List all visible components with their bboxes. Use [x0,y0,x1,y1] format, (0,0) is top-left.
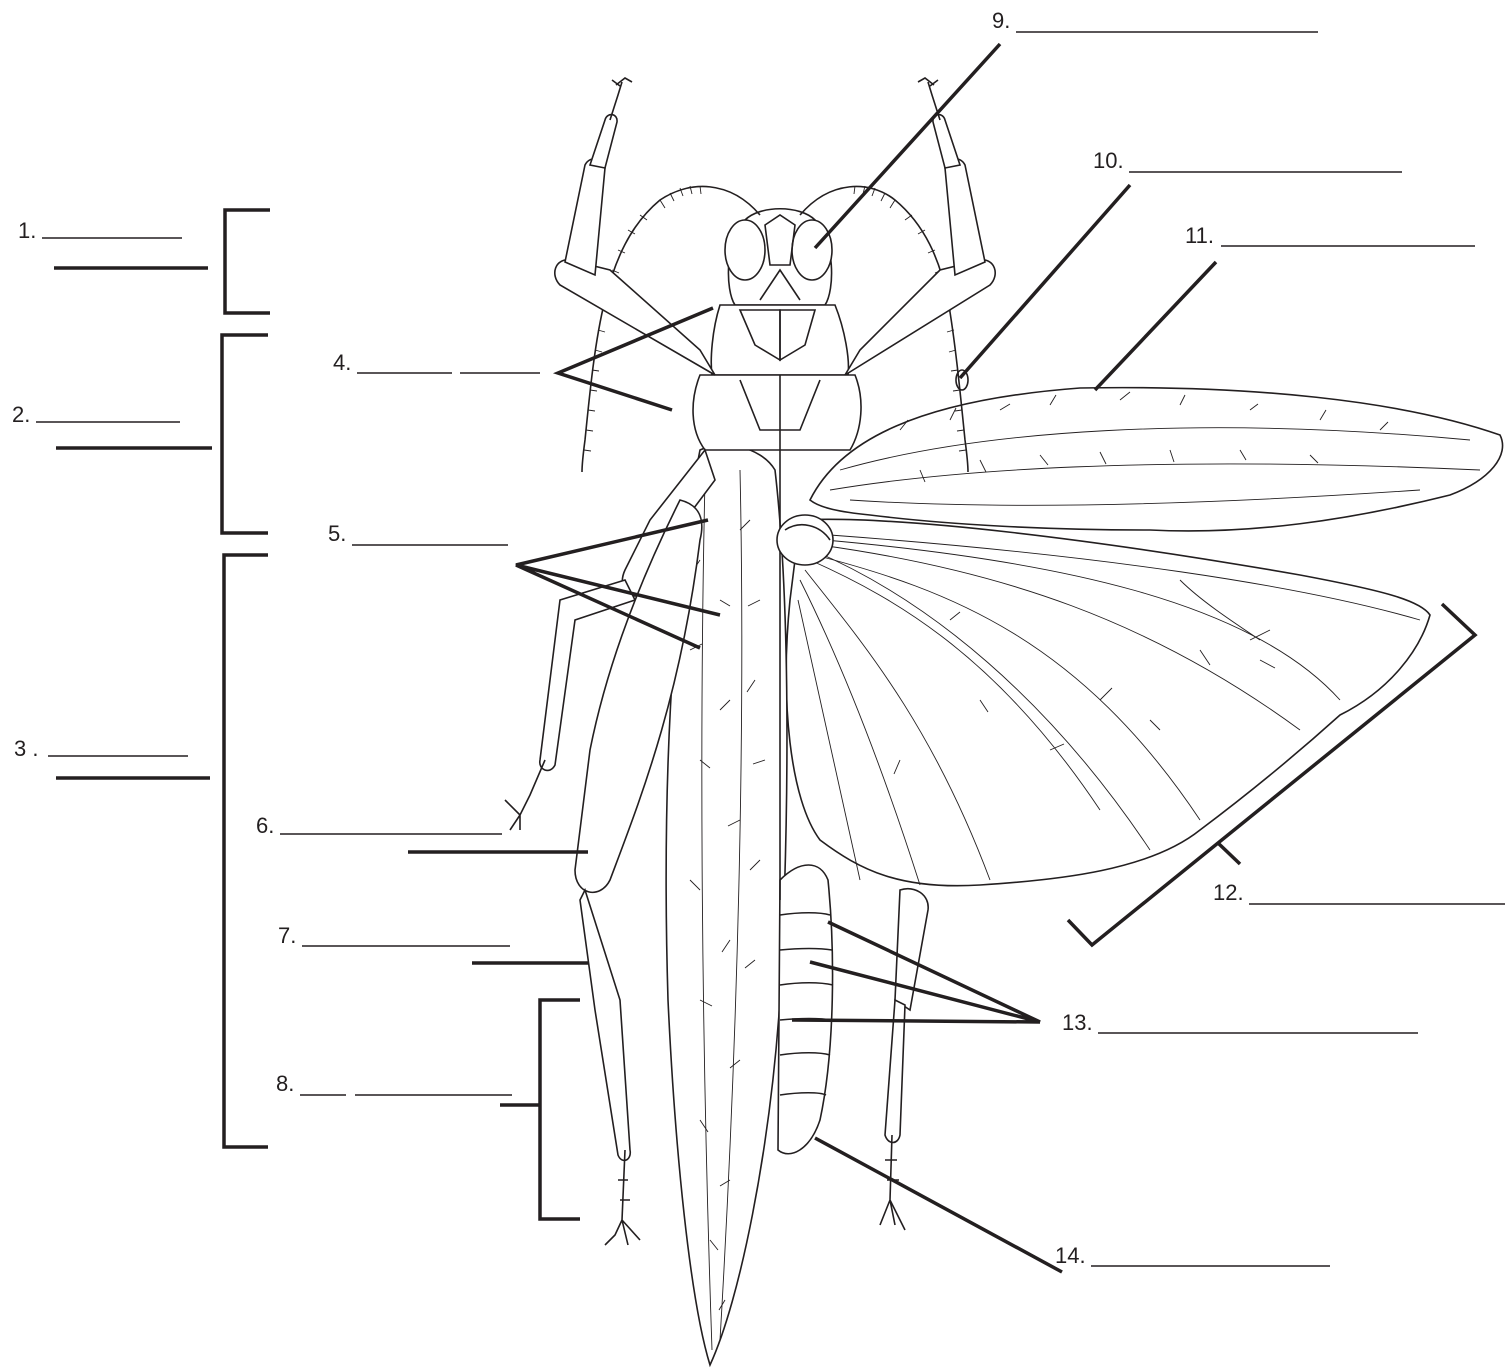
label-6: 6. [256,813,588,852]
label-11-pointer [1095,262,1216,390]
label-3-number: 3 . [14,736,38,761]
label-12-pointer [1218,843,1240,864]
label-4-number: 4. [333,350,351,375]
label-14-number: 14. [1055,1243,1086,1268]
left-foreleg-tarsus-tip [610,78,632,120]
abdomen [778,865,833,1154]
label-13: 13. [792,922,1418,1035]
left-foreleg-tibia [565,159,605,275]
label-10: 10. [960,148,1402,378]
label-11: 11. [1095,223,1475,390]
left-hind-tibia [580,890,630,1160]
label-5-number: 5. [328,521,346,546]
label-3-bracket [224,555,268,1147]
label-12-number: 12. [1213,880,1244,905]
label-1-bracket [225,210,270,313]
label-8: 8. [276,1000,580,1219]
right-foreleg-tarsus [933,115,960,168]
label-11-number: 11. [1185,223,1214,248]
label-6-number: 6. [256,813,274,838]
label-1-number: 1. [18,218,36,243]
label-10-number: 10. [1093,148,1124,173]
label-7-number: 7. [278,923,296,948]
left-foreleg-tarsus [590,115,617,168]
right-foreleg [845,260,995,375]
label-14-pointer [815,1138,1062,1272]
label-2: 2. [12,335,268,533]
label-8-number: 8. [276,1071,294,1096]
right-foreleg-tibia [945,159,985,275]
left-hind-tarsus [605,1150,640,1245]
left-compound-eye [725,220,765,280]
label-3: 3 . [14,555,268,1147]
right-hind-tarsus [880,1135,905,1230]
label-13-number: 13. [1062,1010,1093,1035]
right-compound-eye [792,220,832,280]
wing-base [777,515,833,565]
label-7: 7. [278,923,588,963]
label-2-number: 2. [12,402,30,427]
right-forewing [810,388,1503,531]
grasshopper-illustration [505,78,1503,1365]
label-9-number: 9. [992,8,1010,33]
label-2-bracket [222,335,268,533]
label-8-bracket [540,1000,580,1219]
label-1: 1. [18,210,270,313]
thorax-plate [693,375,861,450]
label-9: 9. [815,8,1318,248]
left-middle-tarsus [505,760,545,830]
